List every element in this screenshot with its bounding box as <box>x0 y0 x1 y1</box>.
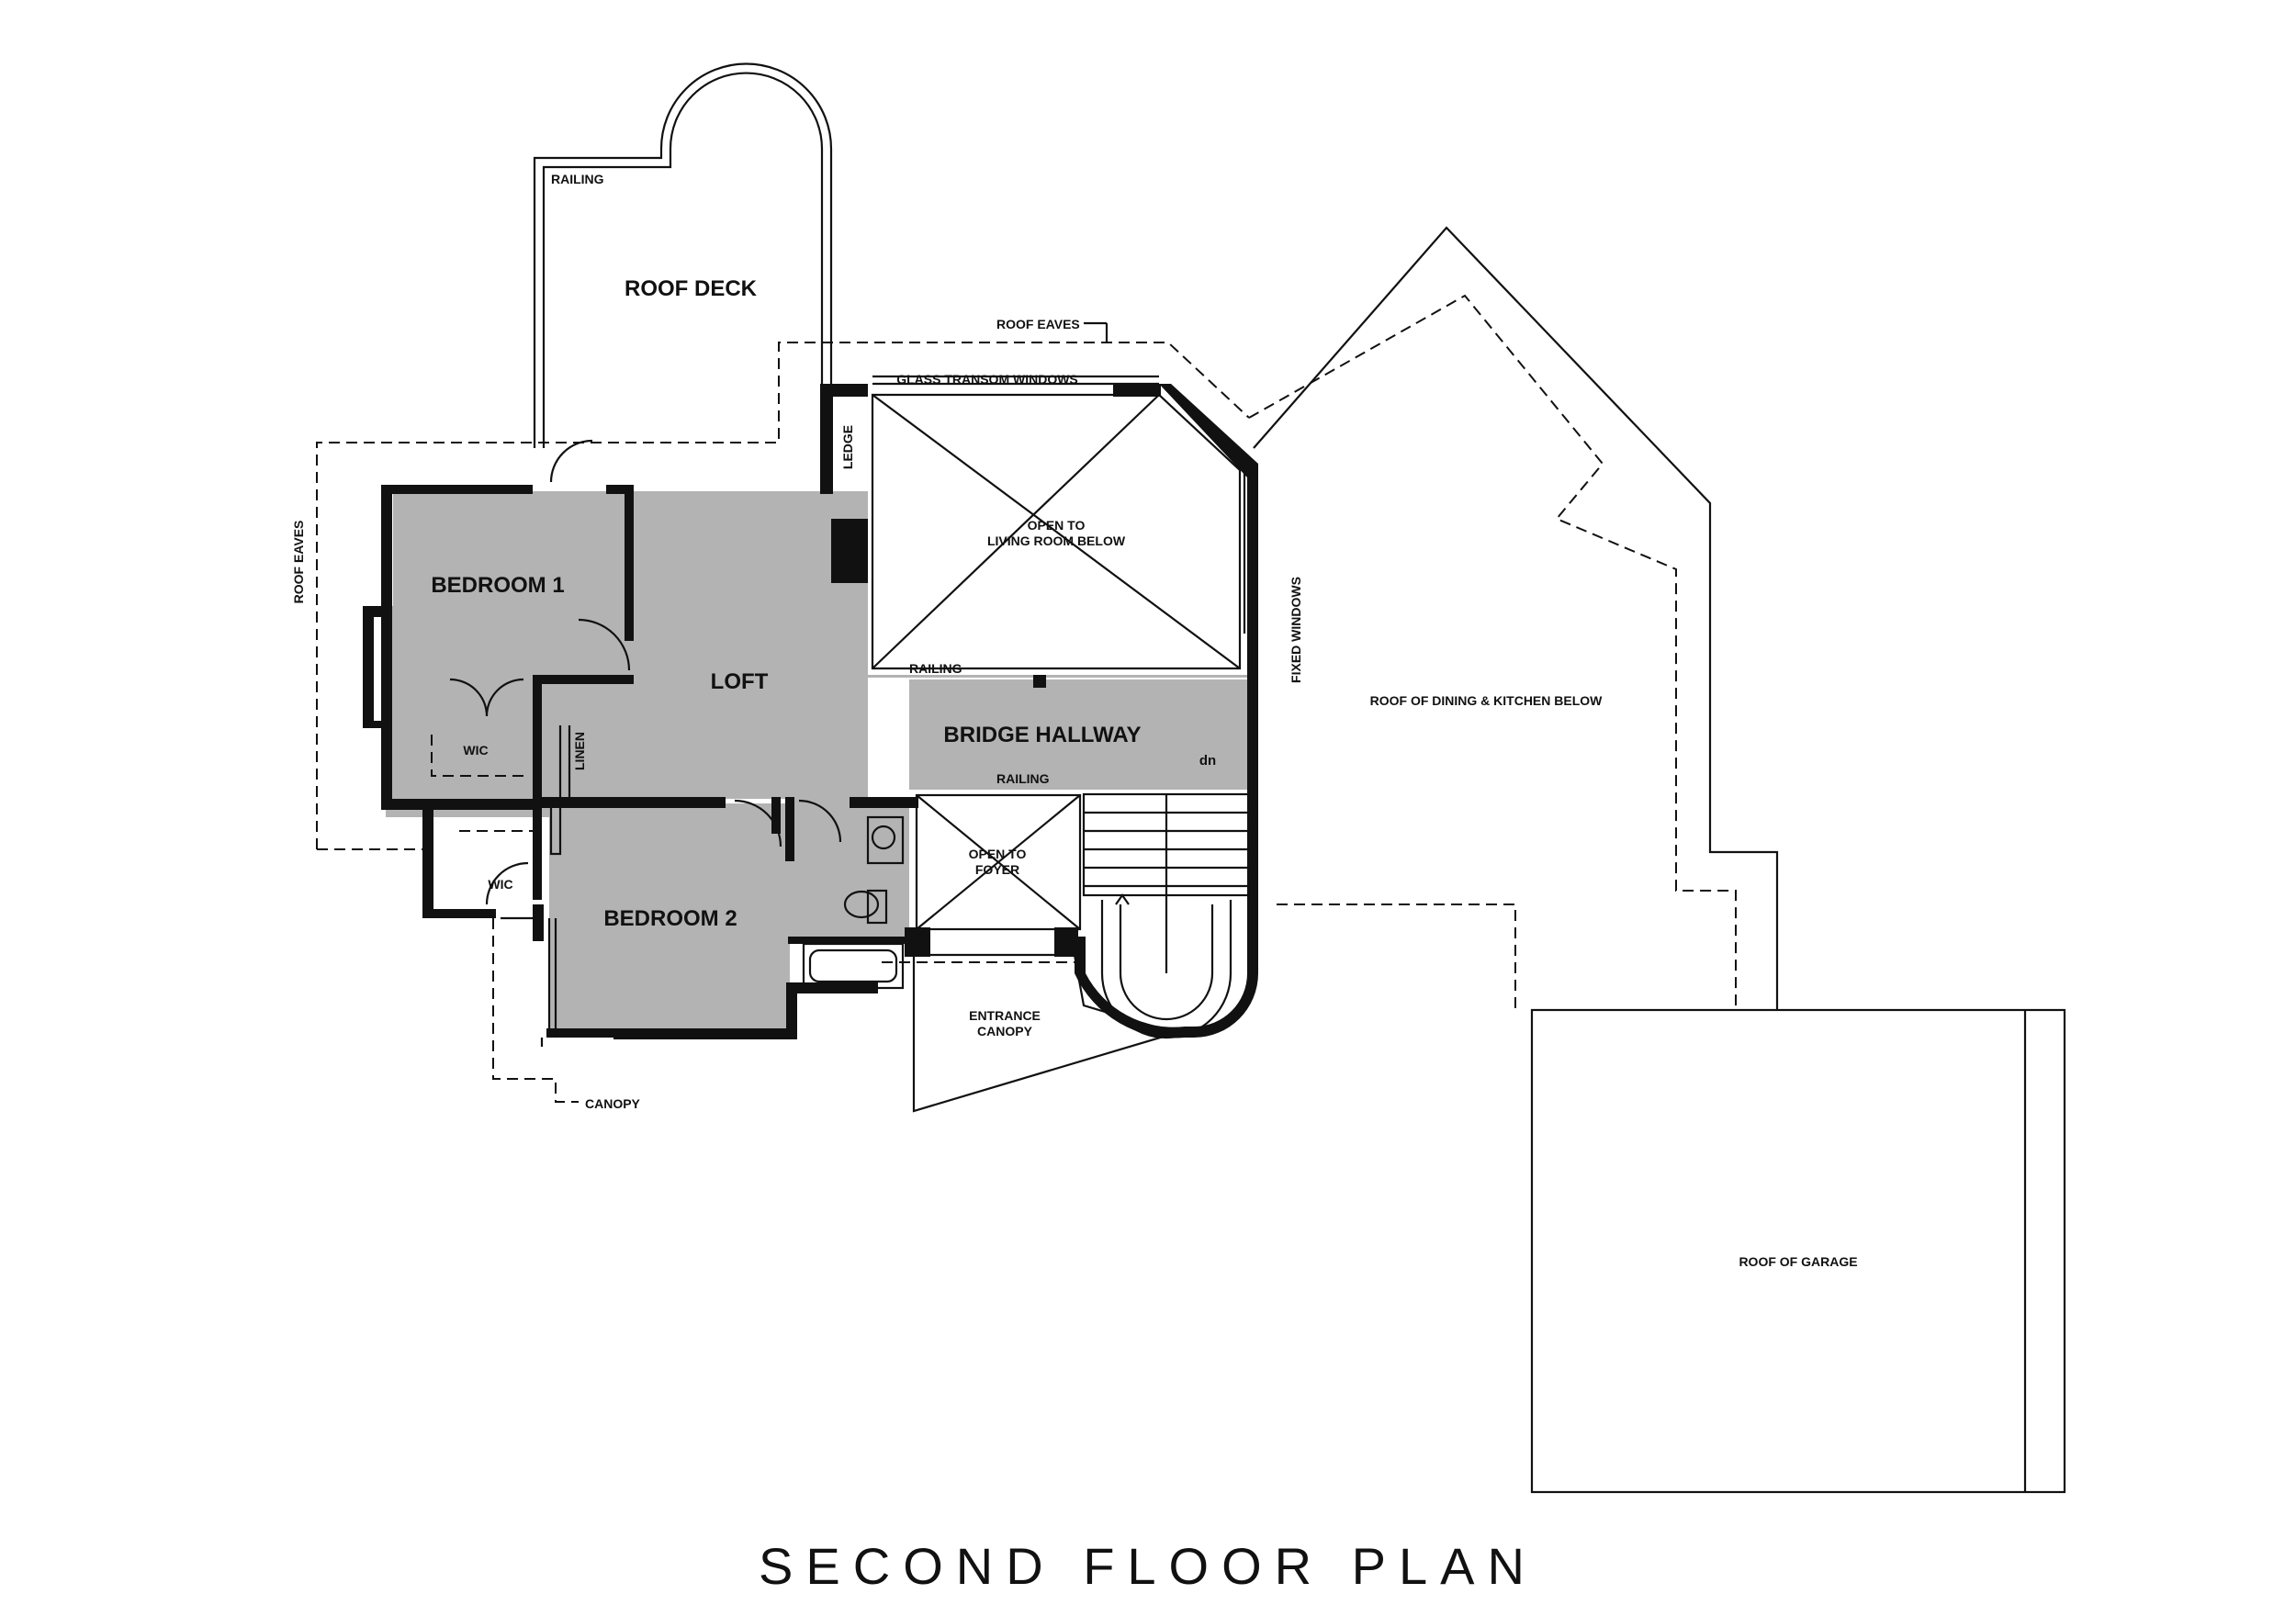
open-foyer <box>915 793 1082 931</box>
roof-dining-outline <box>1253 226 1779 1010</box>
note-fixed-windows: FIXED WINDOWS <box>1289 577 1303 683</box>
room-label-wic2: WIC <box>488 877 512 892</box>
roof-eaves <box>316 294 1737 1103</box>
walls <box>363 384 1258 1039</box>
note-open-living-1: OPEN TO <box>1028 518 1086 533</box>
stairs <box>1082 792 1251 1039</box>
note-entrance-canopy-1: ENTRANCE <box>969 1008 1041 1023</box>
note-dn: dn <box>1199 753 1216 769</box>
room-label-roof-deck: ROOF DECK <box>625 276 758 301</box>
room-label-loft: LOFT <box>711 669 769 694</box>
room-label-bridge-hallway: BRIDGE HALLWAY <box>943 723 1141 747</box>
note-roof-eaves-top: ROOF EAVES <box>996 317 1080 331</box>
roof-deck <box>533 62 833 483</box>
entrance-canopy <box>912 953 1179 1113</box>
note-open-foyer-2: FOYER <box>975 862 1019 877</box>
roof-garage <box>1530 1008 2066 1494</box>
note-railing-deck: RAILING <box>551 172 604 186</box>
room-label-bedroom1: BEDROOM 1 <box>431 573 564 598</box>
note-roof-dining: ROOF OF DINING & KITCHEN BELOW <box>1370 693 1604 708</box>
room-label-bedroom2: BEDROOM 2 <box>603 906 737 931</box>
note-roof-eaves-left: ROOF EAVES <box>291 521 306 604</box>
note-ledge: LEDGE <box>840 425 855 469</box>
note-entrance-canopy-2: CANOPY <box>977 1024 1033 1038</box>
note-glass-transom: GLASS TRANSOM WINDOWS <box>896 372 1078 387</box>
page-title: SECOND FLOOR PLAN <box>759 1537 1537 1595</box>
interior-details <box>364 615 905 1047</box>
note-open-living-2: LIVING ROOM BELOW <box>987 533 1126 548</box>
note-roof-garage: ROOF OF GARAGE <box>1739 1254 1857 1269</box>
note-railing-bridge: RAILING <box>996 771 1050 786</box>
room-label-wic1: WIC <box>463 743 488 758</box>
room-label-linen: LINEN <box>572 732 587 770</box>
note-open-foyer-1: OPEN TO <box>969 847 1027 861</box>
note-railing-living: RAILING <box>909 661 962 676</box>
note-canopy: CANOPY <box>585 1096 641 1111</box>
